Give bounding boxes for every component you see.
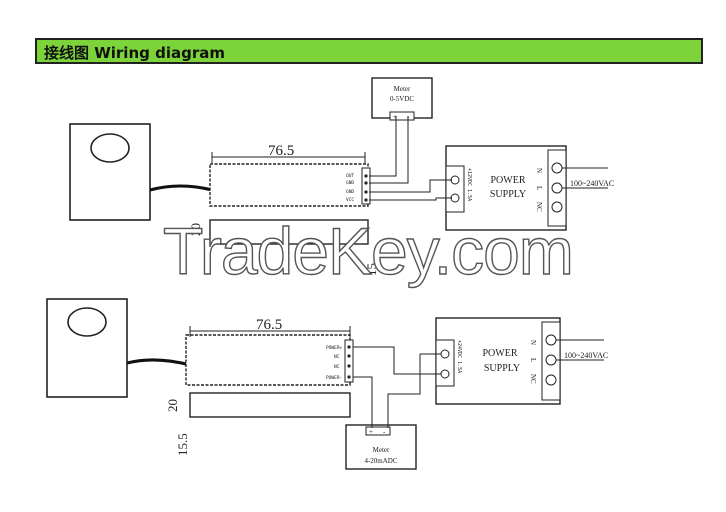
bottom-sensor-cable (126, 358, 191, 367)
svg-text:NC: NC (535, 202, 543, 212)
bottom-ac-label: 100~240VAC (564, 351, 608, 360)
bottom-terminal-label: POWER- (326, 375, 342, 381)
top-ac-label: 100~240VAC (570, 179, 614, 188)
bottom-supply-label-1: POWER (483, 348, 518, 359)
bottom-current-transformer (46, 298, 128, 398)
top-current-transformer (69, 123, 151, 221)
top-meter: Meter 0-5VDC + - (371, 77, 433, 121)
watermark: TradeKey.com (163, 214, 573, 288)
bottom-terminal-label: POWER+ (326, 345, 343, 351)
top-sensor-cable (149, 184, 213, 192)
top-wiring-diagram: 76.5 20 15 OUT GND GND VCC Meter 0-5VDC … (69, 77, 614, 276)
bottom-meter-label: Meter (373, 446, 390, 454)
bottom-wires (353, 346, 441, 428)
svg-text:N: N (535, 168, 543, 173)
top-supply-label-1: POWER (491, 175, 526, 186)
svg-text:-: - (383, 428, 386, 436)
svg-text:L: L (529, 358, 537, 362)
bottom-transmitter-module (185, 334, 354, 418)
top-transmitter-module (209, 163, 371, 245)
svg-text:+: + (393, 113, 397, 121)
bottom-length-dimension: 76.5 (256, 317, 282, 333)
bottom-supply-output: +24VDC 1.5A (456, 340, 462, 373)
top-side-dimension: 15 (364, 263, 379, 276)
section-header: 接线图 Wiring diagram (35, 38, 703, 64)
top-meter-label: Meter (394, 85, 411, 93)
svg-text:N: N (529, 340, 537, 345)
top-terminal-label: OUT (346, 173, 354, 179)
bottom-meter: + - Meter 4-20mADC (345, 424, 417, 470)
top-power-supply: +12VDC 1.5A POWER SUPPLY N L NC (445, 145, 567, 231)
bottom-terminal-label: NC (334, 364, 340, 370)
top-terminal-label: GND (346, 180, 354, 186)
top-height-dimension: 20 (188, 223, 203, 236)
section-title: 接线图 Wiring diagram (44, 44, 225, 62)
top-meter-range: 0-5VDC (390, 95, 414, 103)
bottom-terminal-label: NC (334, 354, 340, 360)
top-terminal-label: GND (346, 189, 354, 195)
bottom-wiring-diagram: 76.5 20 15.5 POWER+ NC NC POWER- + - Met… (46, 298, 608, 470)
bottom-meter-range: 4-20mADC (364, 457, 397, 465)
bottom-supply-label-2: SUPPLY (484, 363, 520, 374)
svg-text:+: + (369, 428, 373, 436)
svg-text:L: L (535, 186, 543, 190)
top-length-dimension: 76.5 (268, 143, 294, 159)
top-supply-output: +12VDC 1.5A (466, 168, 472, 201)
top-supply-label-2: SUPPLY (490, 189, 526, 200)
svg-text:NC: NC (529, 374, 537, 384)
bottom-power-supply: +24VDC 1.5A POWER SUPPLY N L NC (435, 317, 561, 405)
top-terminal-label: VCC (346, 197, 354, 203)
bottom-height-dimension: 20 (165, 399, 180, 412)
bottom-side-dimension: 15.5 (175, 433, 190, 456)
top-wires (369, 116, 452, 201)
